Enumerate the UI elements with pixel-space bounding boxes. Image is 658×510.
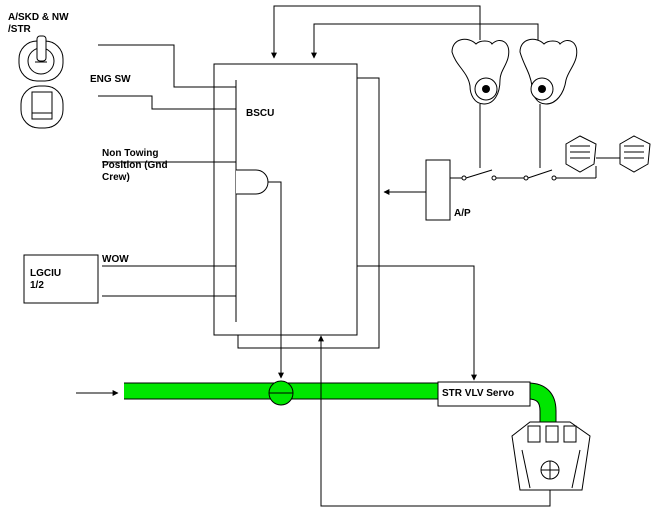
str-vlv-servo-box xyxy=(437,381,531,407)
toggle-switch-icon xyxy=(18,35,64,82)
ap-box xyxy=(425,159,451,221)
label-non-towing: Non Towing Position (Gnd Crew) xyxy=(102,148,168,183)
label-lgciu: LGCIU 1/2 xyxy=(30,268,62,291)
rudder-pedals-icon xyxy=(565,135,651,173)
lgciu-box xyxy=(23,254,99,304)
ap-switch-contacts xyxy=(450,166,597,181)
steering-actuator-icon xyxy=(511,421,591,491)
label-askd-nw-str: A/SKD & NW /STR xyxy=(8,12,69,35)
bscu-box xyxy=(213,63,358,336)
label-str-vlv-servo: STR VLV Servo xyxy=(442,388,515,399)
push-button-icon xyxy=(20,85,64,129)
label-eng-sw: ENG SW xyxy=(90,74,131,85)
and-gate xyxy=(236,169,269,195)
tiller-handwheel-icon xyxy=(519,38,578,105)
label-ap: A/P xyxy=(454,208,471,219)
label-bscu: BSCU xyxy=(246,108,275,119)
tiller-handwheel-icon xyxy=(451,38,510,105)
label-wow: WOW xyxy=(102,254,129,265)
